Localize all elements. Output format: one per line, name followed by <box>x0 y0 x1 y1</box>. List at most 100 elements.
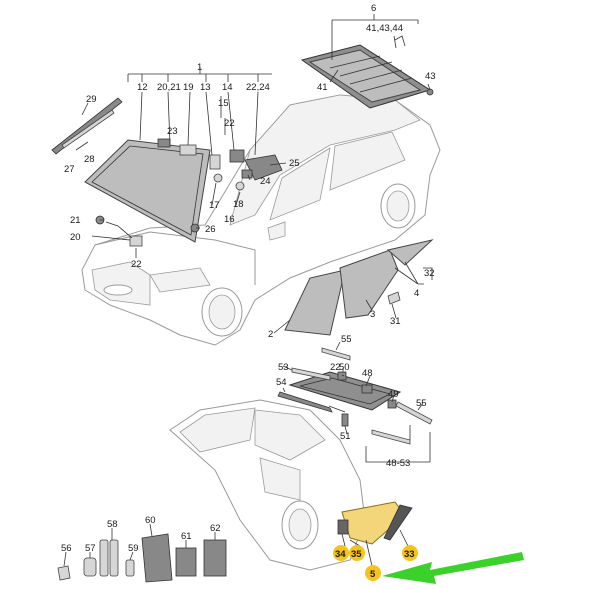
label-50: 50 <box>339 362 350 373</box>
sunroof-panel <box>300 44 432 109</box>
highlighted-quarter-glass-5 <box>337 501 413 545</box>
label-23: 23 <box>167 126 178 137</box>
label-48-53: 48-53 <box>386 458 410 469</box>
label-58: 58 <box>107 519 118 530</box>
label-41-43-44: 41,43,44 <box>366 23 403 34</box>
label-12: 12 <box>137 82 148 93</box>
cable-20 <box>105 221 133 239</box>
label-54: 54 <box>276 377 287 388</box>
part-24 <box>241 169 253 179</box>
label-56: 56 <box>61 543 72 554</box>
label-27: 27 <box>64 164 75 175</box>
label-48: 48 <box>362 368 373 379</box>
strip-52 <box>371 429 411 445</box>
label-5: 5 <box>370 569 376 580</box>
label-13: 13 <box>200 82 211 93</box>
label-51: 51 <box>340 431 351 442</box>
tag-33 <box>402 545 418 561</box>
rear-door-glass-3 <box>339 249 399 319</box>
part-60 <box>141 533 173 583</box>
consumables-row <box>57 533 227 583</box>
label-35: 35 <box>351 549 362 560</box>
label-21: 21 <box>70 215 81 226</box>
tag-35 <box>349 545 365 561</box>
label-33: 33 <box>404 549 415 560</box>
label-31: 31 <box>390 316 401 327</box>
part-18 <box>235 181 245 191</box>
label-62: 62 <box>210 523 221 534</box>
label-55-top: 55 <box>341 334 352 345</box>
label-22-24: 22,24 <box>246 82 270 93</box>
part-51 <box>341 413 349 427</box>
label-1: 1 <box>197 62 202 73</box>
label-14: 14 <box>222 82 233 93</box>
part-13 <box>209 154 221 170</box>
seal-54 <box>277 391 333 413</box>
label-49: 49 <box>388 389 399 400</box>
label-43: 43 <box>425 71 436 82</box>
part-61 <box>175 547 197 577</box>
front-door-glass-2 <box>284 269 346 336</box>
part-48 <box>361 384 373 394</box>
part-59 <box>125 559 135 577</box>
label-20-21: 20,21 <box>157 82 181 93</box>
part-19 <box>179 144 197 156</box>
label-60: 60 <box>145 515 156 526</box>
part-15 <box>229 149 245 163</box>
label-34: 34 <box>335 549 346 560</box>
callout-labels: 1 12 20,21 19 13 14 22,24 15 22 29 28 27… <box>61 3 436 580</box>
label-28: 28 <box>84 154 95 165</box>
tag-5 <box>365 565 381 581</box>
label-59: 59 <box>128 543 139 554</box>
highlight-tags <box>333 545 418 581</box>
part-17 <box>213 173 223 183</box>
label-19: 19 <box>183 82 194 93</box>
label-22b: 22 <box>131 259 142 270</box>
part-31 <box>387 291 401 305</box>
part-57 <box>83 557 97 577</box>
part-58b <box>109 539 119 577</box>
strip-55-top <box>321 347 351 361</box>
label-16: 16 <box>224 214 235 225</box>
part-50 <box>337 371 347 381</box>
pointer-arrow <box>382 552 524 584</box>
label-6: 6 <box>371 3 376 14</box>
label-53: 53 <box>278 362 289 373</box>
label-52: 22 <box>330 362 341 373</box>
part-22 <box>129 235 143 247</box>
label-41: 41 <box>317 82 328 93</box>
label-25: 25 <box>289 158 300 169</box>
part-49 <box>387 399 397 409</box>
label-26: 26 <box>205 224 216 235</box>
strip-55-right <box>395 401 433 425</box>
part-23 <box>157 138 171 148</box>
tag-34 <box>333 545 349 561</box>
quarter-glass-4 <box>386 239 434 266</box>
label-15: 15 <box>218 98 229 109</box>
label-55-right: 55 <box>416 398 427 409</box>
part-56 <box>57 565 71 581</box>
label-32: 32 <box>424 268 435 279</box>
label-4: 4 <box>414 288 419 299</box>
cable-44 <box>394 35 406 47</box>
strip-53 <box>291 367 331 381</box>
part-62 <box>203 539 227 577</box>
label-20: 20 <box>70 232 81 243</box>
label-18: 18 <box>233 199 244 210</box>
windshield <box>84 139 211 243</box>
label-24: 24 <box>260 176 271 187</box>
label-22: 22 <box>224 118 235 129</box>
sedan-body <box>81 94 441 346</box>
part-58a <box>99 539 109 577</box>
label-17: 17 <box>209 200 220 211</box>
label-3: 3 <box>370 309 375 320</box>
label-61: 61 <box>181 531 192 542</box>
leader-lines <box>63 14 433 567</box>
wagon-body <box>169 399 366 571</box>
label-29: 29 <box>86 94 97 105</box>
a-pillar-trim-27 <box>61 109 115 149</box>
label-57: 57 <box>85 543 96 554</box>
label-2: 2 <box>268 329 273 340</box>
